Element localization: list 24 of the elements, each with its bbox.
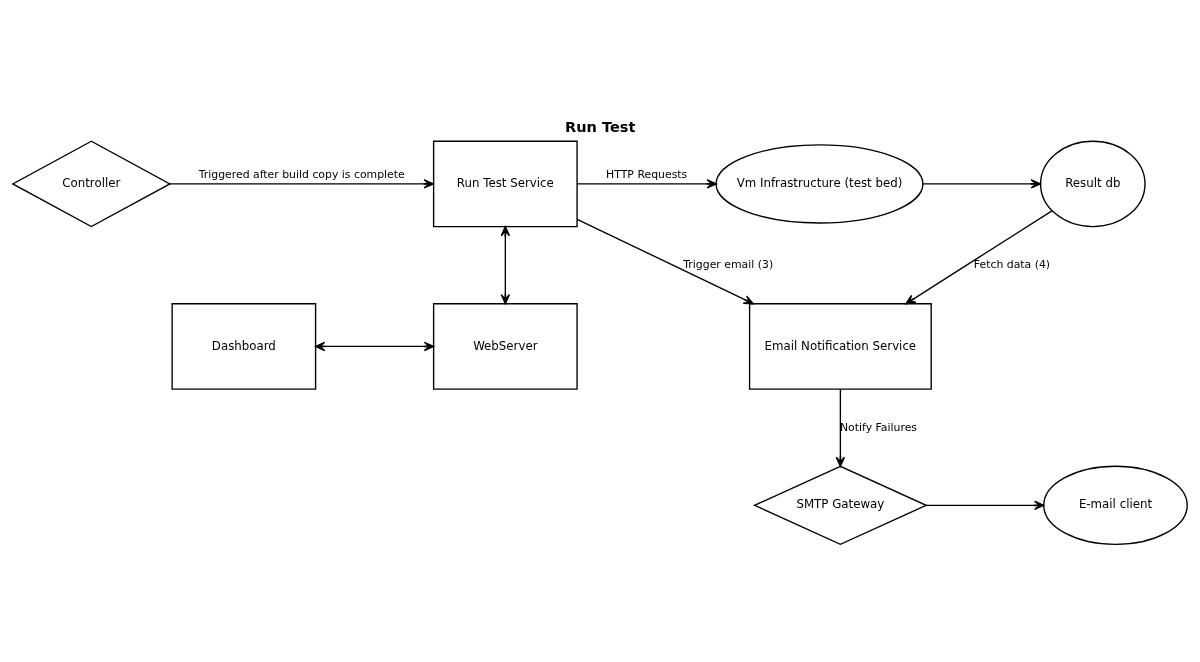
arrow [835,388,846,467]
node-box: Email Notification Service [748,303,932,390]
edge-label: Fetch data (4) [973,257,1051,271]
node-ellipse: E-mail client [1043,465,1188,546]
node-box: Dashboard [171,303,317,390]
node-box: WebServer [432,303,578,390]
edge-label: Triggered after build copy is complete [198,168,405,182]
arrow [169,179,434,189]
node-box: Run Test Service [432,140,578,228]
arrow [576,179,717,189]
arrow [922,179,1041,189]
edge-label: HTTP Requests [606,168,688,182]
arrow [925,500,1045,511]
node-ellipse: Vm Infrastructure (test bed) [715,144,924,224]
node-ellipse: Result db [1039,140,1146,228]
arrow [905,210,1053,305]
edge-label: Notify Failures [839,420,918,434]
diagram-title: Run Test [565,118,636,135]
node-diamond: SMTP Gateway [752,465,928,546]
arrow [314,341,435,352]
arrow [576,218,754,305]
node-diamond: Controller [11,140,172,228]
edge-label: Trigger email (3) [683,257,774,271]
arrow [500,225,511,305]
